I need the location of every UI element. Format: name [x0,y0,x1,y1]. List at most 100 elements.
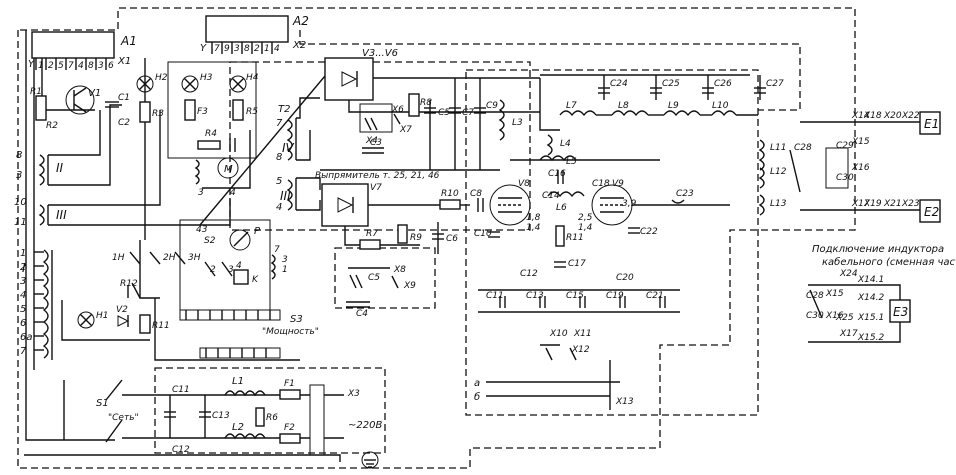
label-m: M [224,164,233,175]
label-r1: R1 [30,87,42,97]
label-x18: X18 [863,111,882,121]
svg-text:4: 4 [276,202,282,213]
insert-x16: X16 [825,311,844,321]
tap-2: 2 [20,262,26,273]
label-a2: A2 [292,14,309,28]
label-h3: H3 [200,73,213,83]
rectifier-v7: Выпрямитель т. 25, 21, 46 V7 R10 R7 R9 C… [315,171,470,319]
side-title-line2: кабельного (сменная часть) [822,256,956,268]
insert-x15-2: X15.2 [857,333,884,343]
label-c16: C16 [548,169,566,179]
mains-input: S1 "Сеть" C11 C12 C13 L1 L2 R6 F1 F2 X3 … [24,376,382,469]
winding-i-label: I [22,261,26,275]
winding-iii-right-label: III [280,189,291,203]
label-v7: V7 [370,183,382,193]
label-k: K [252,275,259,285]
label-row-c13: C13 [526,291,544,301]
contact-1h: 1H [112,253,125,263]
terminal-a: а [474,378,480,389]
label-c5-lower: C5 [368,273,380,283]
label-c25: C25 [662,79,680,89]
tap-5: 5 [20,304,26,315]
relay-k-and-switch-s3: 1H 2H 3H 43 S2 2 3 P K 4 7 1 3 S3 "Мощно… [112,219,319,361]
label-c10: C10 [474,229,492,239]
a2-pin-3: 3 [234,44,240,54]
cable-inductor-insert: Подключение индуктора кабельного (сменна… [806,244,956,343]
label-row-c21: C21 [646,291,664,301]
tap-6a: 6a [20,332,33,343]
label-v1: V1 [88,88,101,99]
label-c24: C24 [610,79,628,89]
label-v3-v6: V3...V6 [362,48,398,59]
s3-upper-contacts [185,310,271,320]
label-x14: X14 [851,111,870,121]
label-c5: C5 [438,108,450,118]
tap-6: 6 [20,318,26,329]
label-s1: S1 [96,398,109,409]
transformer-t2: T2 7 8 IV 5 4 III [276,97,321,213]
label-r12: R12 [120,279,138,289]
terminal-b: б [474,391,480,403]
label-f1: F1 [284,379,295,389]
label-h4: H4 [246,73,259,83]
label-l2: L2 [232,422,244,433]
a1-pin-arrow: Y [28,59,35,70]
svg-text:11: 11 [14,217,27,228]
label-r10: R10 [441,189,459,199]
contact-2h: 2H [163,253,176,263]
label-v8: V8 [518,179,530,189]
label-c23: C23 [676,189,694,199]
side-title-line1: Подключение индуктора [812,244,944,255]
label-x22: X22 [901,111,920,121]
label-x16: X16 [851,163,870,173]
label-r6: R6 [266,413,278,423]
a2-pin-4: 4 [274,44,280,54]
label-c7: C7 [462,108,474,118]
v9-val-3: 1,4 [578,223,593,233]
label-row-c19: C19 [606,291,624,301]
label-x20: X20 [883,111,902,121]
label-s1-text: "Сеть" [108,413,139,423]
rectifier-caption: Выпрямитель т. 25, 21, 46 [315,171,440,181]
svg-text:8: 8 [276,152,282,163]
svg-text:10: 10 [14,197,27,208]
label-l12: L12 [770,167,787,177]
a1-pin-4: 4 [78,61,84,71]
label-s3: S3 [290,314,303,325]
label-f2: F2 [284,423,295,433]
svg-text:4: 4 [230,188,236,198]
insert-c30: C30 [806,311,824,321]
contact-3h: 3H [188,253,201,263]
insert-x14-2: X14.2 [857,293,884,303]
a1-pin-5: 5 [58,61,64,71]
contact-3: 3 [228,265,234,275]
a1-pin-6: 6 [108,61,114,71]
label-x4: X4 [365,136,378,146]
label-c13: C13 [212,411,230,421]
label-r5: R5 [246,107,258,117]
label-x3: X3 [347,389,360,399]
label-l3: L3 [512,118,523,128]
rectifier-v3-v6: V3...V6 X4 X6 X7 C3 R8 C5 C7 C9 L3 [320,48,540,171]
label-l1: L1 [232,376,244,387]
label-x9: X9 [403,281,416,291]
label-f3: F3 [197,107,208,117]
a2-pin-9: 9 [224,44,230,54]
winding-iv-label: IV [282,141,295,155]
label-e2: E2 [924,205,939,219]
indicator-h1: H1 V2 R11 R12 [61,279,170,341]
insert-x24: X24 [839,269,858,279]
a1-pin-2: 2 [48,61,54,71]
svg-text:5: 5 [276,176,282,187]
label-c17: C17 [568,259,586,269]
insert-x15-1: X15.1 [857,313,884,323]
tap-3: 3 [20,276,26,287]
s3-lower-contacts [205,348,267,358]
label-s2b: S2 [204,236,216,246]
tap-7: 7 [20,346,27,357]
label-x8: X8 [393,265,406,275]
